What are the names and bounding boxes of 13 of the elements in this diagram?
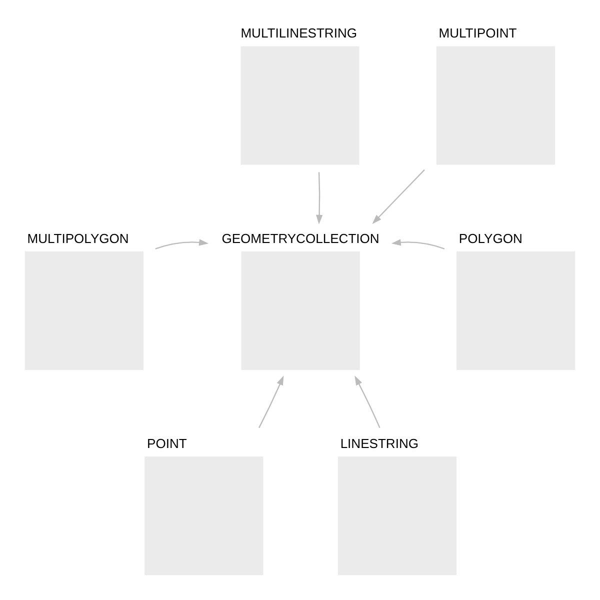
arrow (391, 239, 445, 250)
node-label: MULTIPOLYGON (27, 230, 129, 246)
arrow (316, 172, 323, 224)
node-label: MULTILINESTRING (240, 26, 358, 41)
arrow (354, 376, 380, 428)
node-label: POLYGON (458, 230, 522, 246)
node-label: POINT (147, 436, 187, 452)
arrow (372, 169, 425, 224)
node-label: MULTIPOINT (438, 26, 517, 41)
arrow (155, 239, 209, 250)
arrow (258, 376, 284, 428)
node-label: GEOMETRYCOLLECTION (222, 230, 380, 246)
node-label: LINESTRING (340, 436, 419, 452)
